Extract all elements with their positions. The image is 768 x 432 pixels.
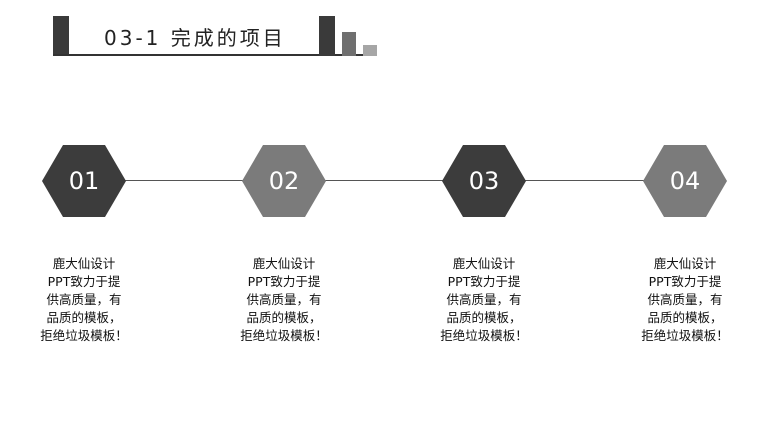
timeline-step-4: 04 [643, 145, 727, 217]
desc-line: 拒绝垃圾模板！ [40, 328, 128, 343]
desc-line: 品质的模板， [647, 310, 723, 325]
step-description-2: 鹿大仙设计 PPT致力于提 供高质量，有 品质的模板， 拒绝垃圾模板！ [224, 255, 344, 345]
hexagon-shape-2 [242, 145, 326, 217]
desc-line: PPT致力于提 [648, 274, 722, 289]
step-description-1: 鹿大仙设计 PPT致力于提 供高质量，有 品质的模板， 拒绝垃圾模板！ [24, 255, 144, 345]
desc-line: PPT致力于提 [47, 274, 121, 289]
hexagon-3 [442, 145, 526, 217]
hexagon-shape-1 [42, 145, 126, 217]
desc-line: 鹿大仙设计 [52, 256, 116, 271]
desc-line: 供高质量，有 [46, 292, 122, 307]
desc-line: PPT致力于提 [447, 274, 521, 289]
step-number-4: 04 [669, 167, 701, 195]
hexagon-2 [242, 145, 326, 217]
timeline-step-2: 02 [242, 145, 326, 217]
desc-line: 供高质量，有 [246, 292, 322, 307]
desc-line: 鹿大仙设计 [653, 256, 717, 271]
step-description-4: 鹿大仙设计 PPT致力于提 供高质量，有 品质的模板， 拒绝垃圾模板！ [625, 255, 745, 345]
step-description-3: 鹿大仙设计 PPT致力于提 供高质量，有 品质的模板， 拒绝垃圾模板！ [424, 255, 544, 345]
step-number-3: 03 [468, 167, 500, 195]
timeline-step-3: 03 [442, 145, 526, 217]
desc-line: 拒绝垃圾模板！ [240, 328, 328, 343]
timeline-step-1: 01 [42, 145, 126, 217]
header-underline [53, 54, 376, 56]
header-title: 03-1 完成的项目 [104, 26, 286, 50]
header-deco-bar-3 [363, 45, 377, 56]
desc-line: PPT致力于提 [247, 274, 321, 289]
header-deco-bar-1 [319, 16, 335, 56]
desc-line: 品质的模板， [46, 310, 122, 325]
desc-line: 品质的模板， [246, 310, 322, 325]
header-bar-left [53, 16, 69, 56]
hexagon-shape-3 [442, 145, 526, 217]
desc-line: 鹿大仙设计 [452, 256, 516, 271]
desc-line: 拒绝垃圾模板！ [440, 328, 528, 343]
desc-line: 鹿大仙设计 [252, 256, 316, 271]
hexagon-1 [42, 145, 126, 217]
desc-line: 拒绝垃圾模板！ [641, 328, 729, 343]
hexagon-4 [643, 145, 727, 217]
desc-line: 供高质量，有 [446, 292, 522, 307]
header-deco-bar-2 [342, 32, 356, 56]
hexagon-shape-4 [643, 145, 727, 217]
desc-line: 品质的模板， [446, 310, 522, 325]
step-number-2: 02 [268, 167, 300, 195]
timeline-connector [84, 180, 685, 181]
desc-line: 供高质量，有 [647, 292, 723, 307]
step-number-1: 01 [68, 167, 100, 195]
